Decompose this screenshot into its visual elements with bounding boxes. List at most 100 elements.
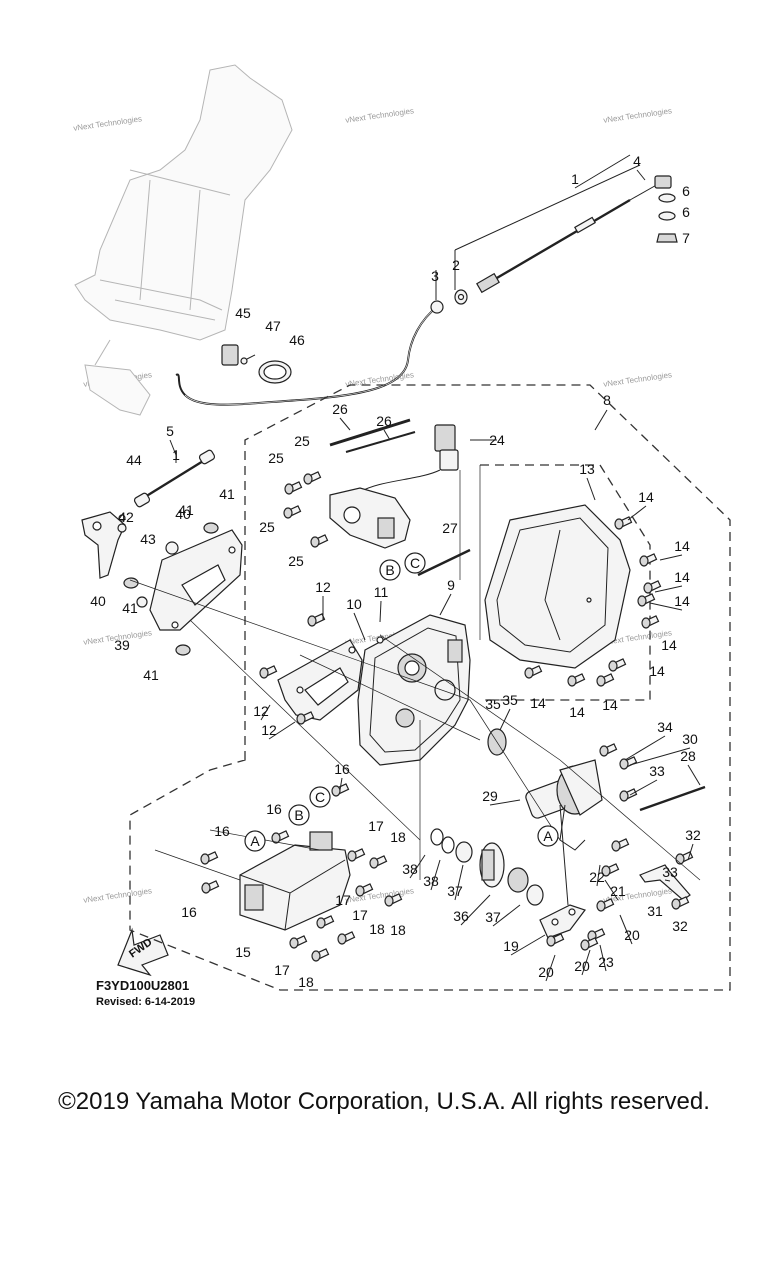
part-number-41: 41	[178, 502, 194, 518]
part-number-17: 17	[335, 892, 351, 908]
bolt	[619, 756, 638, 770]
leader-line	[594, 409, 608, 431]
bolt	[201, 880, 220, 894]
bolt	[271, 830, 290, 844]
callout-B: B	[379, 559, 401, 581]
leader-line	[687, 843, 694, 861]
part-number-17: 17	[368, 818, 384, 834]
part-number-12: 12	[315, 579, 331, 595]
part-number-14: 14	[674, 569, 690, 585]
callout-C: C	[404, 552, 426, 574]
projection-line	[379, 634, 561, 761]
part-number-41: 41	[122, 600, 138, 616]
leader-line	[499, 708, 511, 731]
watermark-text: vNext Technologies	[83, 886, 153, 905]
projection-line	[559, 759, 701, 881]
bolt	[369, 855, 388, 869]
part-number-18: 18	[298, 974, 314, 990]
part-number-20: 20	[574, 958, 590, 974]
part-number-14: 14	[649, 663, 665, 679]
leader-line	[627, 505, 647, 521]
part-number-12: 12	[261, 722, 277, 738]
part-number-30: 30	[682, 731, 698, 747]
bolt	[307, 613, 326, 627]
projection-line	[129, 579, 471, 701]
bolt	[599, 743, 618, 757]
bolt	[643, 580, 662, 594]
watermark-text: vNext Technologies	[73, 114, 143, 133]
bolt	[303, 471, 322, 485]
part-number-28: 28	[680, 748, 696, 764]
leader-line	[636, 169, 646, 181]
bolt	[347, 848, 366, 862]
bolt	[580, 937, 599, 951]
part-number-21: 21	[610, 883, 626, 899]
svg-text:A: A	[250, 833, 260, 849]
leader-line	[604, 879, 619, 901]
part-number-34: 34	[657, 719, 673, 735]
part-number-14: 14	[674, 593, 690, 609]
bolt	[337, 931, 356, 945]
part-number-33: 33	[649, 763, 665, 779]
bolt	[641, 615, 660, 629]
svg-text:B: B	[294, 807, 303, 823]
part-labels: 1234667518454746242626252525252713141414…	[90, 153, 701, 990]
part-number-31: 31	[647, 903, 663, 919]
part-number-18: 18	[390, 829, 406, 845]
part-number-14: 14	[674, 538, 690, 554]
leader-line	[430, 859, 441, 891]
part-number-20: 20	[538, 964, 554, 980]
part-number-5: 5	[166, 423, 174, 439]
part-number-11: 11	[374, 584, 389, 600]
part-number-44: 44	[126, 452, 142, 468]
leader-line	[454, 164, 641, 251]
part-number-47: 47	[265, 318, 281, 334]
part-number-45: 45	[235, 305, 251, 321]
main-housing	[357, 614, 471, 766]
leader-line	[169, 439, 177, 456]
bolt	[259, 665, 278, 679]
bolt	[200, 851, 219, 865]
svg-text:A: A	[543, 828, 553, 844]
leader-line	[492, 904, 521, 927]
gear-assembly	[430, 728, 544, 906]
part-number-17: 17	[352, 907, 368, 923]
callout-A: A	[537, 825, 559, 847]
part-number-17: 17	[274, 962, 290, 978]
part-number-32: 32	[672, 918, 688, 934]
part-number-33: 33	[662, 864, 678, 880]
part-number-3: 3	[431, 268, 439, 284]
part-number-46: 46	[289, 332, 305, 348]
part-number-37: 37	[447, 883, 463, 899]
bolt	[619, 788, 638, 802]
part-number-8: 8	[603, 392, 611, 408]
part-number-20: 20	[624, 927, 640, 943]
part-number-38: 38	[402, 861, 418, 877]
part-number-7: 7	[682, 230, 690, 246]
part-number-35: 35	[502, 692, 518, 708]
drawing-code: F3YD100U2801	[96, 978, 189, 993]
leader-line	[619, 914, 633, 945]
bolt	[596, 673, 615, 687]
part-number-1: 1	[172, 447, 180, 463]
leader-line	[353, 612, 366, 641]
part-number-4: 4	[633, 153, 641, 169]
svg-text:C: C	[410, 555, 420, 571]
hardware	[200, 471, 694, 962]
bolt	[567, 673, 586, 687]
steering-bracket-ghost	[74, 64, 293, 416]
leader-line	[574, 154, 631, 189]
leader-line	[383, 429, 391, 441]
leader-line	[409, 854, 426, 879]
assembly-14-box	[480, 464, 651, 701]
part-number-25: 25	[288, 553, 304, 569]
part-number-19: 19	[503, 938, 519, 954]
bolt	[608, 658, 627, 672]
leader-line	[659, 554, 683, 561]
part-number-16: 16	[334, 761, 350, 777]
link-rod	[81, 449, 216, 579]
part-number-10: 10	[346, 596, 362, 612]
part-number-25: 25	[294, 433, 310, 449]
part-number-13: 13	[579, 461, 595, 477]
cover	[484, 504, 631, 669]
